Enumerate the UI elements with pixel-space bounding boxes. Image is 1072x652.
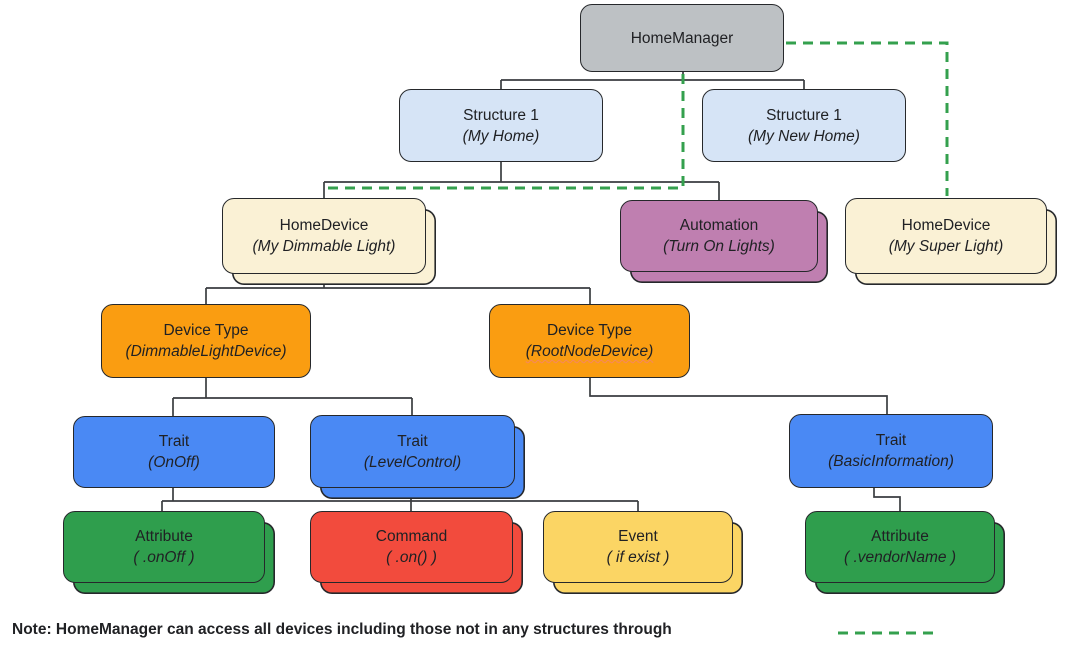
node-subtitle: (OnOff)	[148, 454, 200, 471]
node-subtitle: ( if exist )	[606, 549, 670, 566]
node-subtitle: (DimmableLightDevice)	[125, 343, 287, 360]
node-subtitle: (My New Home)	[748, 127, 860, 145]
node-title: Device Type	[163, 322, 249, 339]
node-title: Structure 1	[463, 106, 539, 124]
node-home-manager: HomeManager	[580, 4, 784, 72]
node-trait-onoff: Trait (OnOff)	[73, 416, 275, 488]
connector-rootnode-trait	[589, 378, 888, 414]
node-title: Command	[375, 528, 448, 545]
node-title: Trait	[158, 433, 190, 450]
node-title: Device Type	[546, 322, 632, 339]
node-trait-basicinformation: Trait (BasicInformation)	[789, 414, 993, 488]
node-structure-my-new-home: Structure 1 (My New Home)	[702, 89, 906, 162]
dashed-link-homemanager-dimmable-light	[324, 74, 685, 190]
node-subtitle: ( .vendorName )	[844, 549, 956, 566]
connector-homemanager-structures	[500, 72, 805, 89]
node-attribute-vendorname: Attribute ( .vendorName )	[805, 511, 995, 583]
connector-dimmabledevice-traits	[172, 378, 413, 416]
node-subtitle: (LevelControl)	[363, 453, 462, 471]
node-subtitle: ( .onOff )	[133, 549, 195, 566]
node-subtitle: (Turn On Lights)	[663, 238, 775, 255]
node-title: Automation	[679, 217, 759, 234]
footnote: Note: HomeManager can access all devices…	[12, 621, 672, 638]
node-subtitle: (RootNodeDevice)	[525, 343, 654, 360]
node-structure-my-home: Structure 1 (My Home)	[399, 89, 603, 162]
node-trait-levelcontrol: Trait (LevelControl)	[310, 415, 515, 488]
node-title: HomeManager	[630, 29, 734, 47]
node-home-device-dimmable: HomeDevice (My Dimmable Light)	[222, 198, 426, 274]
node-subtitle: (My Dimmable Light)	[252, 238, 396, 255]
node-title: Event	[618, 528, 658, 545]
node-title: HomeDevice	[901, 217, 991, 234]
node-subtitle: ( .on() )	[386, 549, 437, 566]
node-subtitle: (My Home)	[462, 127, 540, 145]
node-device-type-rootnode: Device Type (RootNodeDevice)	[489, 304, 690, 378]
node-subtitle: (My Super Light)	[888, 238, 1004, 255]
node-home-device-super-light: HomeDevice (My Super Light)	[845, 198, 1047, 274]
node-event-if-exist: Event ( if exist )	[543, 511, 733, 583]
node-attribute-onoff: Attribute ( .onOff )	[63, 511, 265, 583]
node-automation-turn-on-lights: Automation (Turn On Lights)	[620, 200, 818, 272]
node-title: Attribute	[871, 528, 929, 545]
connector-myhome-children	[323, 162, 720, 200]
node-device-type-dimmable: Device Type (DimmableLightDevice)	[101, 304, 311, 378]
node-title: Trait	[875, 432, 907, 449]
node-title: HomeDevice	[279, 217, 369, 234]
node-command-on: Command ( .on() )	[310, 511, 513, 583]
connector-basicinfo-attribute	[873, 488, 901, 511]
dashed-link-homemanager-super-light	[786, 41, 949, 196]
node-title: Attribute	[135, 528, 193, 545]
node-title: Trait	[397, 432, 428, 450]
connector-dimmable-devicetypes	[205, 276, 591, 304]
connector-traits-bottomrow	[161, 488, 639, 511]
node-subtitle: (BasicInformation)	[828, 453, 954, 470]
node-title: Structure 1	[766, 106, 842, 124]
